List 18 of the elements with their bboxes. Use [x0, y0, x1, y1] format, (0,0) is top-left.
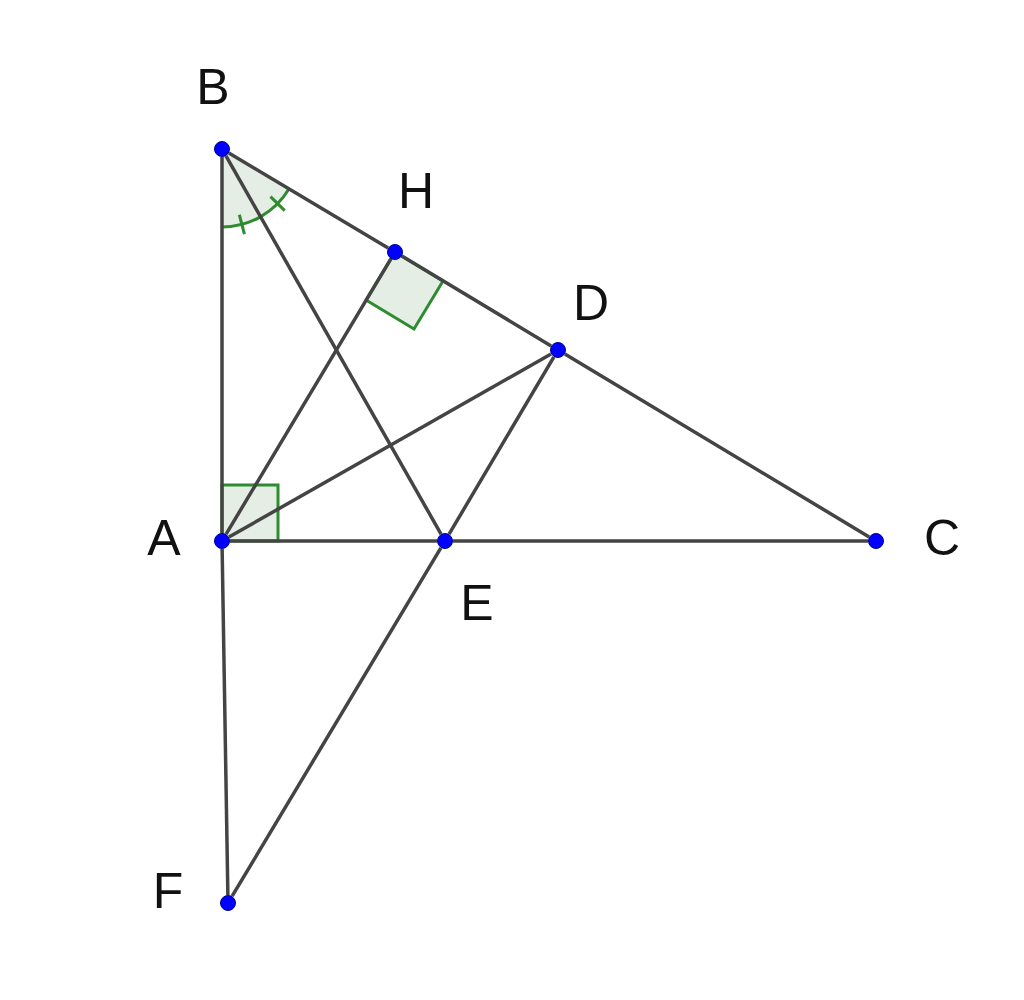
line-segment — [453, 539, 868, 543]
point-label: F — [152, 866, 184, 916]
point-label: C — [923, 513, 961, 563]
line-segment — [563, 352, 871, 539]
line-segment — [230, 546, 443, 898]
line-segment — [447, 356, 556, 535]
point-label: B — [196, 62, 230, 112]
point-label: E — [460, 578, 494, 628]
line-segment — [227, 151, 390, 250]
point-label: D — [572, 278, 610, 328]
line-segment — [230, 539, 437, 543]
point-label: A — [147, 513, 181, 563]
line-segment — [228, 352, 552, 539]
line-segment — [220, 548, 230, 896]
line-segment — [220, 157, 224, 533]
line-segment — [400, 254, 553, 348]
point-label: H — [397, 166, 435, 216]
line-segment — [224, 257, 393, 536]
